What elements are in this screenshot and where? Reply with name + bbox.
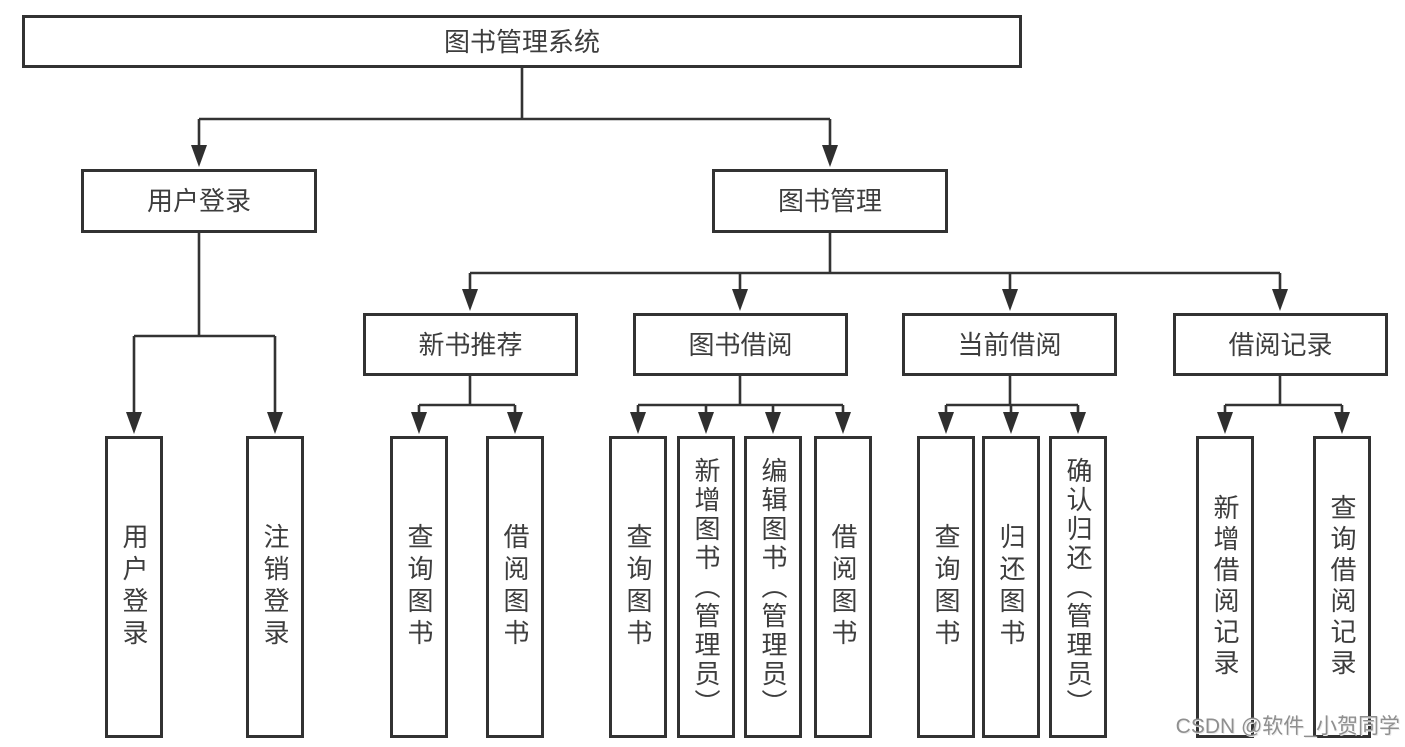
- node-book-management-label: 图书管理: [777, 186, 882, 216]
- leaf-query-books-current: 查询图书: [917, 436, 975, 738]
- leaf-query-books-current-label: 查询图书: [931, 523, 961, 651]
- leaf-query-borrow-record-label: 查询借阅记录: [1327, 494, 1357, 680]
- node-user-login-label: 用户登录: [146, 186, 251, 216]
- leaf-user-login-label: 用户登录: [119, 523, 149, 651]
- leaf-edit-books-admin: 编辑图书（管理员）: [744, 436, 802, 738]
- node-current-borrowing: 当前借阅: [902, 313, 1117, 376]
- leaf-query-borrow-record: 查询借阅记录: [1313, 436, 1371, 738]
- leaf-logout: 注销登录: [246, 436, 304, 738]
- leaf-query-books-borrowing: 查询图书: [609, 436, 667, 738]
- leaf-return-books-label: 归还图书: [996, 523, 1026, 651]
- node-borrowing-records-label: 借阅记录: [1228, 329, 1333, 360]
- leaf-confirm-return-admin-label: 确认归还（管理员）: [1063, 456, 1093, 718]
- node-new-book-recommend-label: 新书推荐: [418, 329, 523, 360]
- node-new-book-recommend: 新书推荐: [363, 313, 578, 376]
- leaf-add-borrow-record-label: 新增借阅记录: [1210, 494, 1240, 680]
- node-book-borrowing-label: 图书借阅: [688, 329, 793, 360]
- leaf-logout-label: 注销登录: [260, 523, 290, 651]
- leaf-borrow-books-recommend-label: 借阅图书: [500, 523, 530, 651]
- leaf-query-books-recommend: 查询图书: [390, 436, 448, 738]
- node-root: 图书管理系统: [22, 15, 1022, 68]
- leaf-add-books-admin: 新增图书（管理员）: [677, 436, 735, 738]
- leaf-query-books-recommend-label: 查询图书: [404, 523, 434, 651]
- node-root-label: 图书管理系统: [443, 26, 600, 57]
- leaf-borrow-books-borrowing: 借阅图书: [814, 436, 872, 738]
- node-borrowing-records: 借阅记录: [1173, 313, 1388, 376]
- leaf-query-books-borrowing-label: 查询图书: [623, 523, 653, 651]
- leaf-edit-books-admin-label: 编辑图书（管理员）: [758, 456, 788, 718]
- node-user-login: 用户登录: [81, 169, 317, 233]
- leaf-confirm-return-admin: 确认归还（管理员）: [1049, 436, 1107, 738]
- leaf-borrow-books-recommend: 借阅图书: [486, 436, 544, 738]
- node-book-borrowing: 图书借阅: [633, 313, 848, 376]
- leaf-user-login: 用户登录: [105, 436, 163, 738]
- leaf-add-borrow-record: 新增借阅记录: [1196, 436, 1254, 738]
- leaf-borrow-books-borrowing-label: 借阅图书: [828, 523, 858, 651]
- node-book-management: 图书管理: [712, 169, 948, 233]
- watermark: CSDN @软件_小贺同学: [1175, 715, 1400, 738]
- leaf-add-books-admin-label: 新增图书（管理员）: [691, 456, 721, 718]
- node-current-borrowing-label: 当前借阅: [957, 329, 1062, 360]
- leaf-return-books: 归还图书: [982, 436, 1040, 738]
